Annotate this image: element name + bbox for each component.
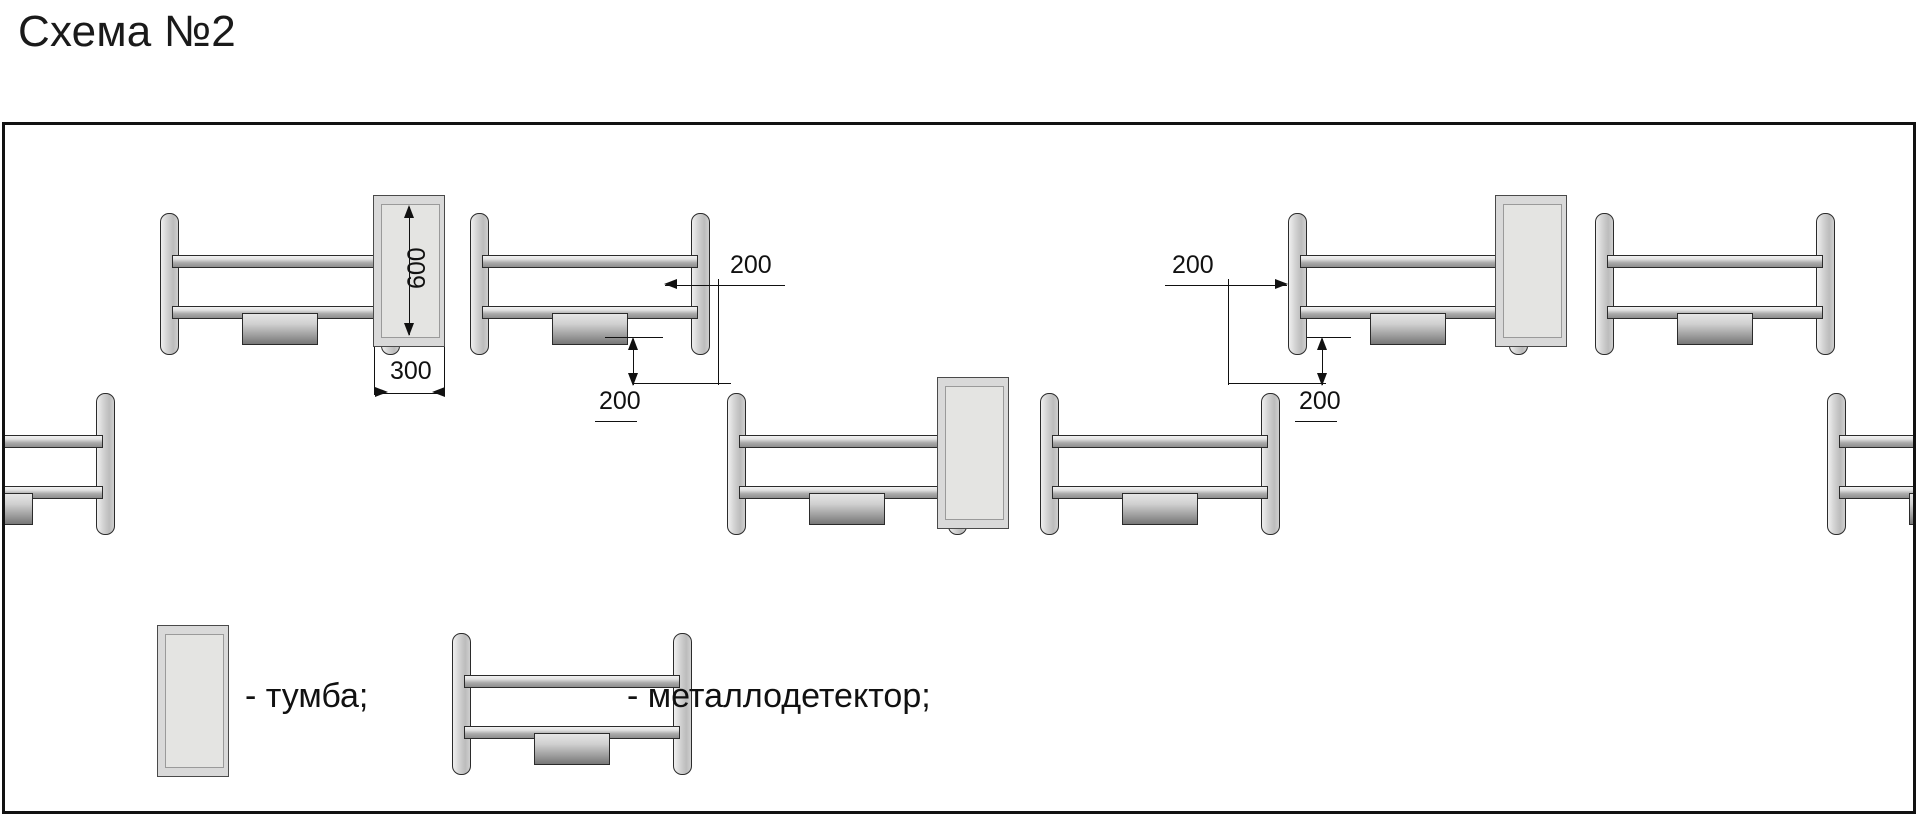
dimension-line-left-vertical (633, 339, 634, 385)
dimension-label-200-left-horizontal: 200 (730, 251, 772, 279)
metal-detector-post-right (691, 213, 710, 355)
dimension-label-600: 600 (403, 247, 431, 289)
metal-detector-bar-top (1607, 255, 1823, 268)
metal-detector (1288, 213, 1528, 355)
metal-detector (1595, 213, 1835, 355)
metal-detector-post-left (1288, 213, 1307, 355)
dimension-extension-right (444, 347, 445, 395)
dimension-baseline-right (1228, 383, 1326, 384)
drawing-canvas: 600 300 200 (5, 125, 1913, 811)
metal-detector-base (5, 493, 33, 525)
metal-detector-base (1677, 313, 1753, 345)
legend-label-pedestal: - тумба; (245, 677, 369, 715)
metal-detector-post-left (470, 213, 489, 355)
dimension-line-pedestal-width (374, 393, 445, 394)
pedestal-inner (381, 204, 440, 338)
metal-detector (727, 393, 967, 535)
dimension-arrow-left (664, 279, 677, 289)
metal-detector (5, 393, 115, 535)
metal-detector-base (1909, 493, 1913, 525)
metal-detector-bar-top (5, 435, 103, 448)
pedestal (373, 195, 445, 347)
pedestal (937, 377, 1009, 529)
metal-detector (1827, 393, 1913, 535)
dimension-arrow-down (628, 373, 638, 386)
dimension-line-left-horizontal (665, 285, 785, 286)
dimension-label-200-right-vertical: 200 (1299, 387, 1341, 415)
metal-detector-base (1370, 313, 1446, 345)
metal-detector-post-left (727, 393, 746, 535)
dimension-arrow-right (375, 387, 388, 397)
metal-detector-post-right (673, 633, 692, 775)
metal-detector-bar-top (739, 435, 955, 448)
metal-detector-base (534, 733, 610, 765)
metal-detector-base (1122, 493, 1198, 525)
dimension-arrow-up (1317, 337, 1327, 350)
metal-detector-post-left (1827, 393, 1846, 535)
metal-detector-bar-top (1300, 255, 1516, 268)
dimension-arrow-down (1317, 373, 1327, 386)
pedestal-inner (165, 634, 224, 768)
dimension-label-200-left-vertical: 200 (599, 387, 641, 415)
dimension-line-pedestal-height (409, 207, 410, 335)
metal-detector (160, 213, 400, 355)
legend-symbol-pedestal (157, 625, 229, 777)
dimension-connector-left (718, 285, 719, 385)
metal-detector-bar-top (464, 675, 680, 688)
dimension-line-right-vertical (1322, 339, 1323, 385)
dimension-baseline-left (633, 383, 731, 384)
pedestal (1495, 195, 1567, 347)
dimension-connector-right (1228, 285, 1229, 385)
metal-detector-post-left (160, 213, 179, 355)
dimension-underline-left (595, 421, 637, 422)
dimension-label-200-right-horizontal: 200 (1172, 251, 1214, 279)
metal-detector-bar-top (1839, 435, 1913, 448)
legend-label-metal-detector: - металлодетектор; (627, 677, 931, 715)
metal-detector (470, 213, 710, 355)
legend-symbol-metal-detector (452, 633, 692, 775)
metal-detector-bar-top (1052, 435, 1268, 448)
metal-detector-base (242, 313, 318, 345)
metal-detector-bar-top (172, 255, 388, 268)
pedestal-inner (945, 386, 1004, 520)
dimension-underline-right (1295, 421, 1337, 422)
metal-detector-post-right (1261, 393, 1280, 535)
metal-detector-bar-top (482, 255, 698, 268)
metal-detector-base (552, 313, 628, 345)
metal-detector-post-left (1595, 213, 1614, 355)
dimension-arrow-left (432, 387, 445, 397)
dimension-label-300: 300 (390, 357, 432, 385)
drawing-frame: 600 300 200 (2, 122, 1916, 814)
page-title: Схема №2 (18, 7, 236, 56)
dimension-extension-left (374, 347, 375, 395)
pedestal-inner (1503, 204, 1562, 338)
dimension-arrow-up (628, 337, 638, 350)
dimension-arrow-right (1275, 279, 1288, 289)
metal-detector-post-right (1816, 213, 1835, 355)
dimension-arrow-up (404, 205, 414, 218)
metal-detector-base (809, 493, 885, 525)
metal-detector-bar-bottom (1839, 486, 1913, 499)
metal-detector (1040, 393, 1280, 535)
dimension-line-right-horizontal (1165, 285, 1287, 286)
metal-detector-post-left (452, 633, 471, 775)
metal-detector-post-left (1040, 393, 1059, 535)
dimension-arrow-down (404, 323, 414, 336)
metal-detector-post-right (96, 393, 115, 535)
